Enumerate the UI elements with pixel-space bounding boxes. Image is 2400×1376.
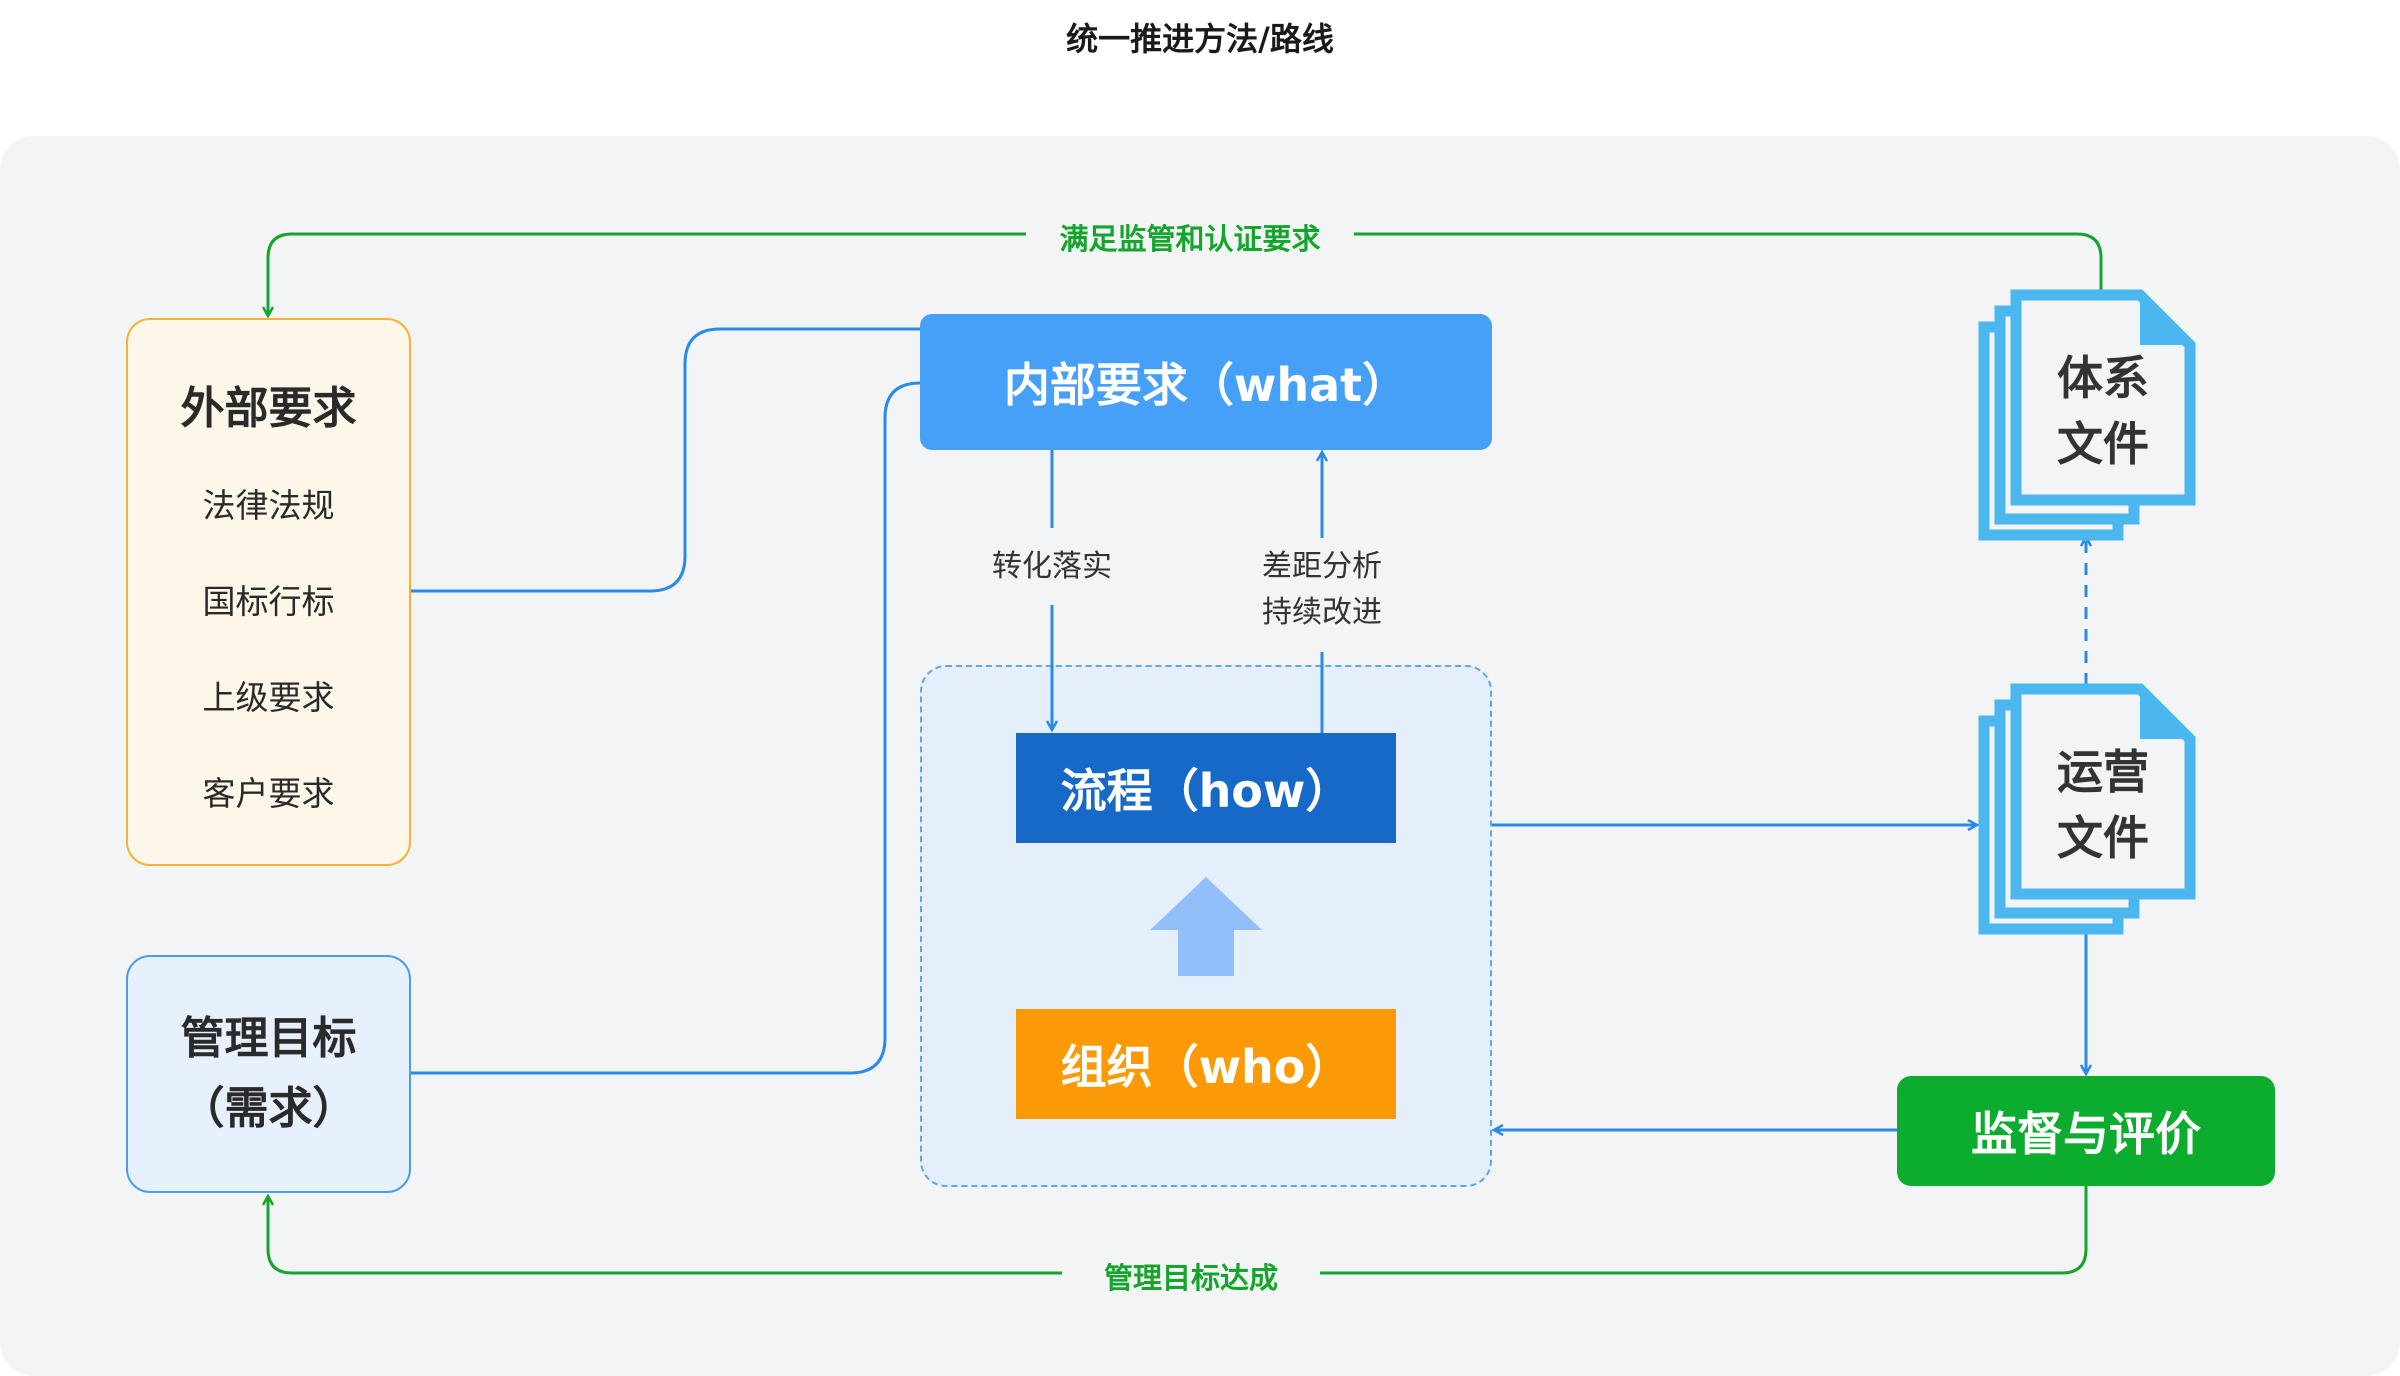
gap-label-line1: 差距分析 (1262, 549, 1382, 584)
operation-doc-line1: 运营 (2057, 745, 2149, 799)
page-title: 统一推进方法/路线 (1066, 20, 1334, 58)
system-doc-line2: 文件 (2057, 417, 2149, 471)
goal-line1: 管理目标 (180, 1013, 357, 1064)
document-stack-icon (1978, 289, 2196, 541)
external-item: 客户要求 (202, 774, 335, 813)
implement-label: 转化落实 (972, 544, 1132, 590)
loop-top-label: 满足监管和认证要求 (1026, 216, 1354, 258)
document-stack-icon (1978, 683, 2196, 935)
external-item: 上级要求 (202, 678, 335, 717)
system-doc-line1: 体系 (2057, 351, 2149, 405)
gap-label: 差距分析 持续改进 (1242, 544, 1402, 636)
loop-bottom-label: 管理目标达成 (1062, 1255, 1320, 1297)
organization-label: 组织（who） (1060, 1040, 1352, 1094)
operation-documents-label: 运营 文件 (2016, 739, 2190, 871)
external-item: 法律法规 (202, 486, 335, 525)
external-requirements-box: 外部要求 法律法规 国标行标 上级要求 客户要求 (126, 318, 411, 866)
management-goal-box: 管理目标 （需求） (126, 955, 411, 1193)
external-item: 国标行标 (202, 582, 335, 621)
supervise-label: 监督与评价 (1971, 1107, 2201, 1161)
gap-label-line2: 持续改进 (1262, 595, 1382, 630)
up-arrow-icon (1150, 877, 1262, 976)
process-label: 流程（how） (1060, 764, 1352, 818)
internal-requirements-box: 内部要求（what） (920, 314, 1492, 450)
internal-label: 内部要求（what） (1003, 358, 1409, 412)
goal-line2: （需求） (180, 1083, 357, 1134)
connector-goal-internal (411, 381, 921, 1075)
organization-box: 组织（who） (1016, 1009, 1396, 1119)
operation-doc-line2: 文件 (2057, 811, 2149, 865)
external-title: 外部要求 (180, 383, 357, 434)
process-box: 流程（how） (1016, 733, 1396, 843)
system-documents-label: 体系 文件 (2016, 345, 2190, 477)
connector-external-internal (411, 327, 920, 593)
supervision-evaluation-box: 监督与评价 (1897, 1076, 2275, 1186)
